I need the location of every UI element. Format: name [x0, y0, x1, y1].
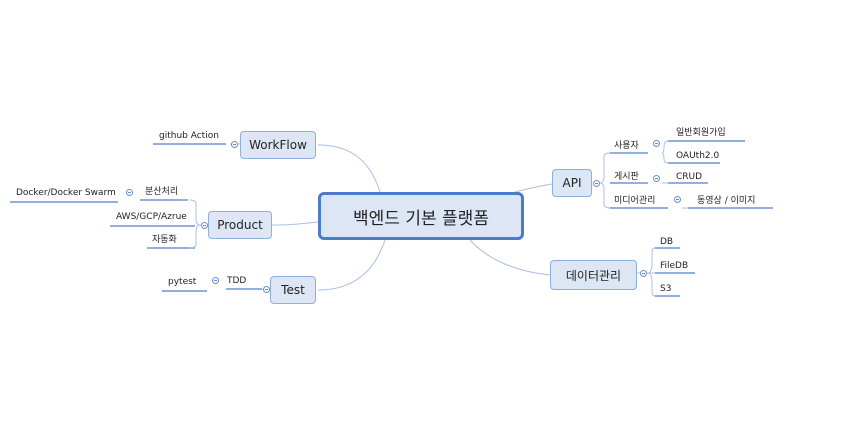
topic-test[interactable]: Test: [270, 276, 316, 304]
root-topic[interactable]: 백엔드 기본 플랫폼: [318, 192, 524, 240]
leaf-video-image[interactable]: 동영상 / 이미지: [697, 196, 756, 206]
leaf-docker-swarm[interactable]: Docker/Docker Swarm: [16, 188, 116, 198]
topic-data-management-label: 데이터관리: [565, 268, 622, 283]
leaf-media[interactable]: 미디어관리: [614, 196, 656, 206]
collapse-user-icon[interactable]: [653, 140, 660, 147]
collapse-board-icon[interactable]: [653, 175, 660, 182]
link-root-product: [271, 221, 319, 226]
leaf-oauth[interactable]: OAUth2.0: [676, 151, 720, 161]
leaf-automation[interactable]: 자동화: [152, 235, 177, 245]
link-root-api: [514, 183, 553, 193]
collapse-data-icon[interactable]: [640, 270, 647, 277]
collapse-test-icon[interactable]: [263, 286, 270, 293]
topic-product[interactable]: Product: [208, 211, 272, 239]
leaf-general-signup[interactable]: 일반회원가입: [676, 128, 726, 138]
leaf-tdd[interactable]: TDD: [227, 276, 247, 286]
link-root-data: [469, 239, 551, 276]
collapse-workflow-icon[interactable]: [231, 141, 238, 148]
collapse-product-icon[interactable]: [201, 222, 208, 229]
collapse-api-icon[interactable]: [593, 180, 600, 187]
leaf-github-action[interactable]: github Action: [159, 131, 219, 141]
topic-api[interactable]: API: [552, 169, 592, 197]
collapse-distributed-icon[interactable]: [126, 189, 133, 196]
topic-api-label: API: [562, 176, 582, 190]
topic-data-management[interactable]: 데이터관리: [550, 260, 637, 290]
leaf-db[interactable]: DB: [660, 237, 674, 247]
leaf-board[interactable]: 게시판: [614, 172, 639, 182]
link-root-test: [317, 239, 386, 291]
leaf-distributed-processing[interactable]: 분산처리: [145, 187, 179, 197]
collapse-media-icon[interactable]: [674, 196, 681, 203]
root-topic-label: 백엔드 기본 플랫폼: [353, 208, 489, 229]
leaf-cloud[interactable]: AWS/GCP/Azrue: [116, 212, 187, 222]
collapse-tdd-icon[interactable]: [212, 277, 219, 284]
topic-test-label: Test: [281, 283, 305, 297]
leaf-crud[interactable]: CRUD: [676, 172, 703, 182]
topic-workflow-label: WorkFlow: [249, 138, 307, 152]
leaf-s3[interactable]: S3: [660, 284, 672, 294]
topic-product-label: Product: [217, 218, 263, 232]
link-root-workflow: [317, 144, 381, 193]
topic-workflow[interactable]: WorkFlow: [240, 131, 316, 159]
leaf-pytest[interactable]: pytest: [168, 277, 197, 287]
leaf-filedb[interactable]: FileDB: [660, 261, 689, 271]
leaf-user[interactable]: 사용자: [614, 141, 639, 151]
